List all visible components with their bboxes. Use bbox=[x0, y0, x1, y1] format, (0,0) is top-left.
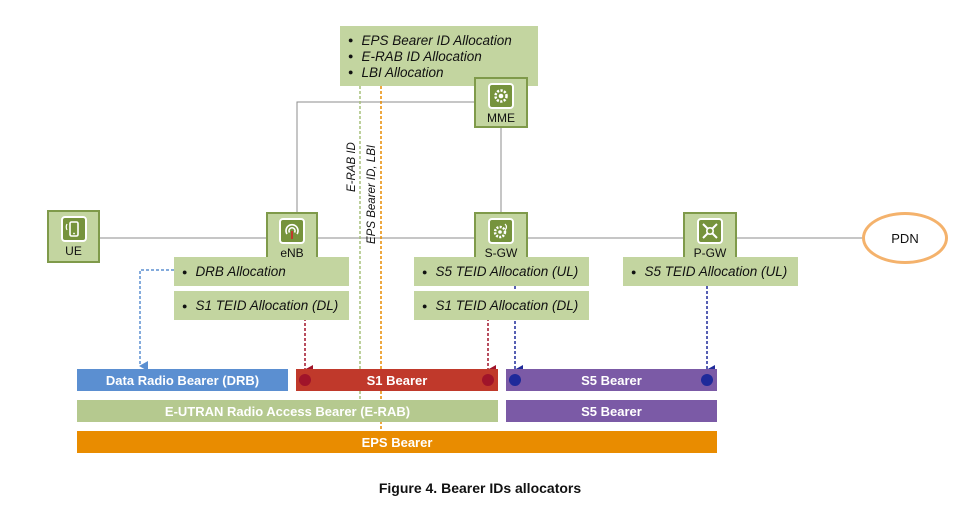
drb-bar-label: Data Radio Bearer (DRB) bbox=[105, 372, 260, 388]
sgw-note-s5-teid-text: S5 TEID Allocation (UL) bbox=[435, 264, 579, 279]
figure-caption: Figure 4. Bearer IDs allocators bbox=[378, 480, 582, 496]
sgw-label: S-GW bbox=[484, 246, 518, 260]
s1-bearer-bar: S1 Bearer bbox=[296, 369, 498, 391]
s5-dot-right bbox=[701, 374, 713, 386]
gear-icon bbox=[488, 83, 514, 109]
sgw-gear-icon bbox=[488, 218, 514, 244]
s1-bearer-label: S1 Bearer bbox=[366, 372, 428, 388]
ue-label: UE bbox=[65, 244, 82, 258]
ue-node: UE bbox=[47, 210, 100, 263]
eps-bearer-label: EPS Bearer bbox=[361, 434, 433, 450]
drb-bar: Data Radio Bearer (DRB) bbox=[77, 369, 288, 391]
sgw-note-s5-teid: ●S5 TEID Allocation (UL) bbox=[414, 257, 589, 286]
sgw-note-s1-teid-text: S1 TEID Allocation (DL) bbox=[435, 298, 579, 313]
eps-bearer-bar: EPS Bearer bbox=[77, 431, 717, 453]
s5-bearer-top-label: S5 Bearer bbox=[581, 372, 642, 388]
s1-dot-left bbox=[299, 374, 311, 386]
mme-note-item-1: EPS Bearer ID Allocation bbox=[361, 32, 512, 48]
s1-dot-right bbox=[482, 374, 494, 386]
enb-note-s1-teid-text: S1 TEID Allocation (DL) bbox=[195, 298, 339, 313]
mme-node: MME bbox=[474, 77, 528, 128]
pgw-label: P-GW bbox=[693, 246, 727, 260]
enb-label: eNB bbox=[280, 246, 304, 260]
enb-note-drb-text: DRB Allocation bbox=[195, 264, 286, 279]
antenna-icon bbox=[279, 218, 305, 244]
sgw-node: S-GW bbox=[474, 212, 528, 263]
drb-arrow bbox=[139, 269, 174, 371]
s5-bearer-bottom-label: S5 Bearer bbox=[581, 403, 642, 419]
pdn-label: PDN bbox=[891, 230, 919, 246]
s5-dot-left bbox=[509, 374, 521, 386]
pgw-node: P-GW bbox=[683, 212, 737, 263]
enb-note-s1-teid: ●S1 TEID Allocation (DL) bbox=[174, 291, 349, 320]
pgw-note-s5-teid: ●S5 TEID Allocation (UL) bbox=[623, 257, 798, 286]
pgw-cross-icon bbox=[697, 218, 723, 244]
s5-bearer-bar-top: S5 Bearer bbox=[506, 369, 717, 391]
mme-allocation-note: ●EPS Bearer ID Allocation ●E-RAB ID Allo… bbox=[340, 26, 538, 86]
pdn-node: PDN bbox=[862, 212, 948, 264]
sgw-note-s1-teid: ●S1 TEID Allocation (DL) bbox=[414, 291, 589, 320]
enb-note-drb: ●DRB Allocation bbox=[174, 257, 349, 286]
erab-bar: E-UTRAN Radio Access Bearer (E-RAB) bbox=[77, 400, 498, 422]
s5-bearer-bar-bottom: S5 Bearer bbox=[506, 400, 717, 422]
erab-bar-label: E-UTRAN Radio Access Bearer (E-RAB) bbox=[164, 403, 411, 419]
mme-label: MME bbox=[487, 111, 515, 125]
mme-note-item-2: E-RAB ID Allocation bbox=[361, 48, 482, 64]
mme-enb-line bbox=[296, 101, 474, 212]
pgw-note-s5-teid-text: S5 TEID Allocation (UL) bbox=[644, 264, 788, 279]
phone-icon bbox=[60, 216, 87, 242]
mme-note-item-3: LBI Allocation bbox=[361, 64, 444, 80]
